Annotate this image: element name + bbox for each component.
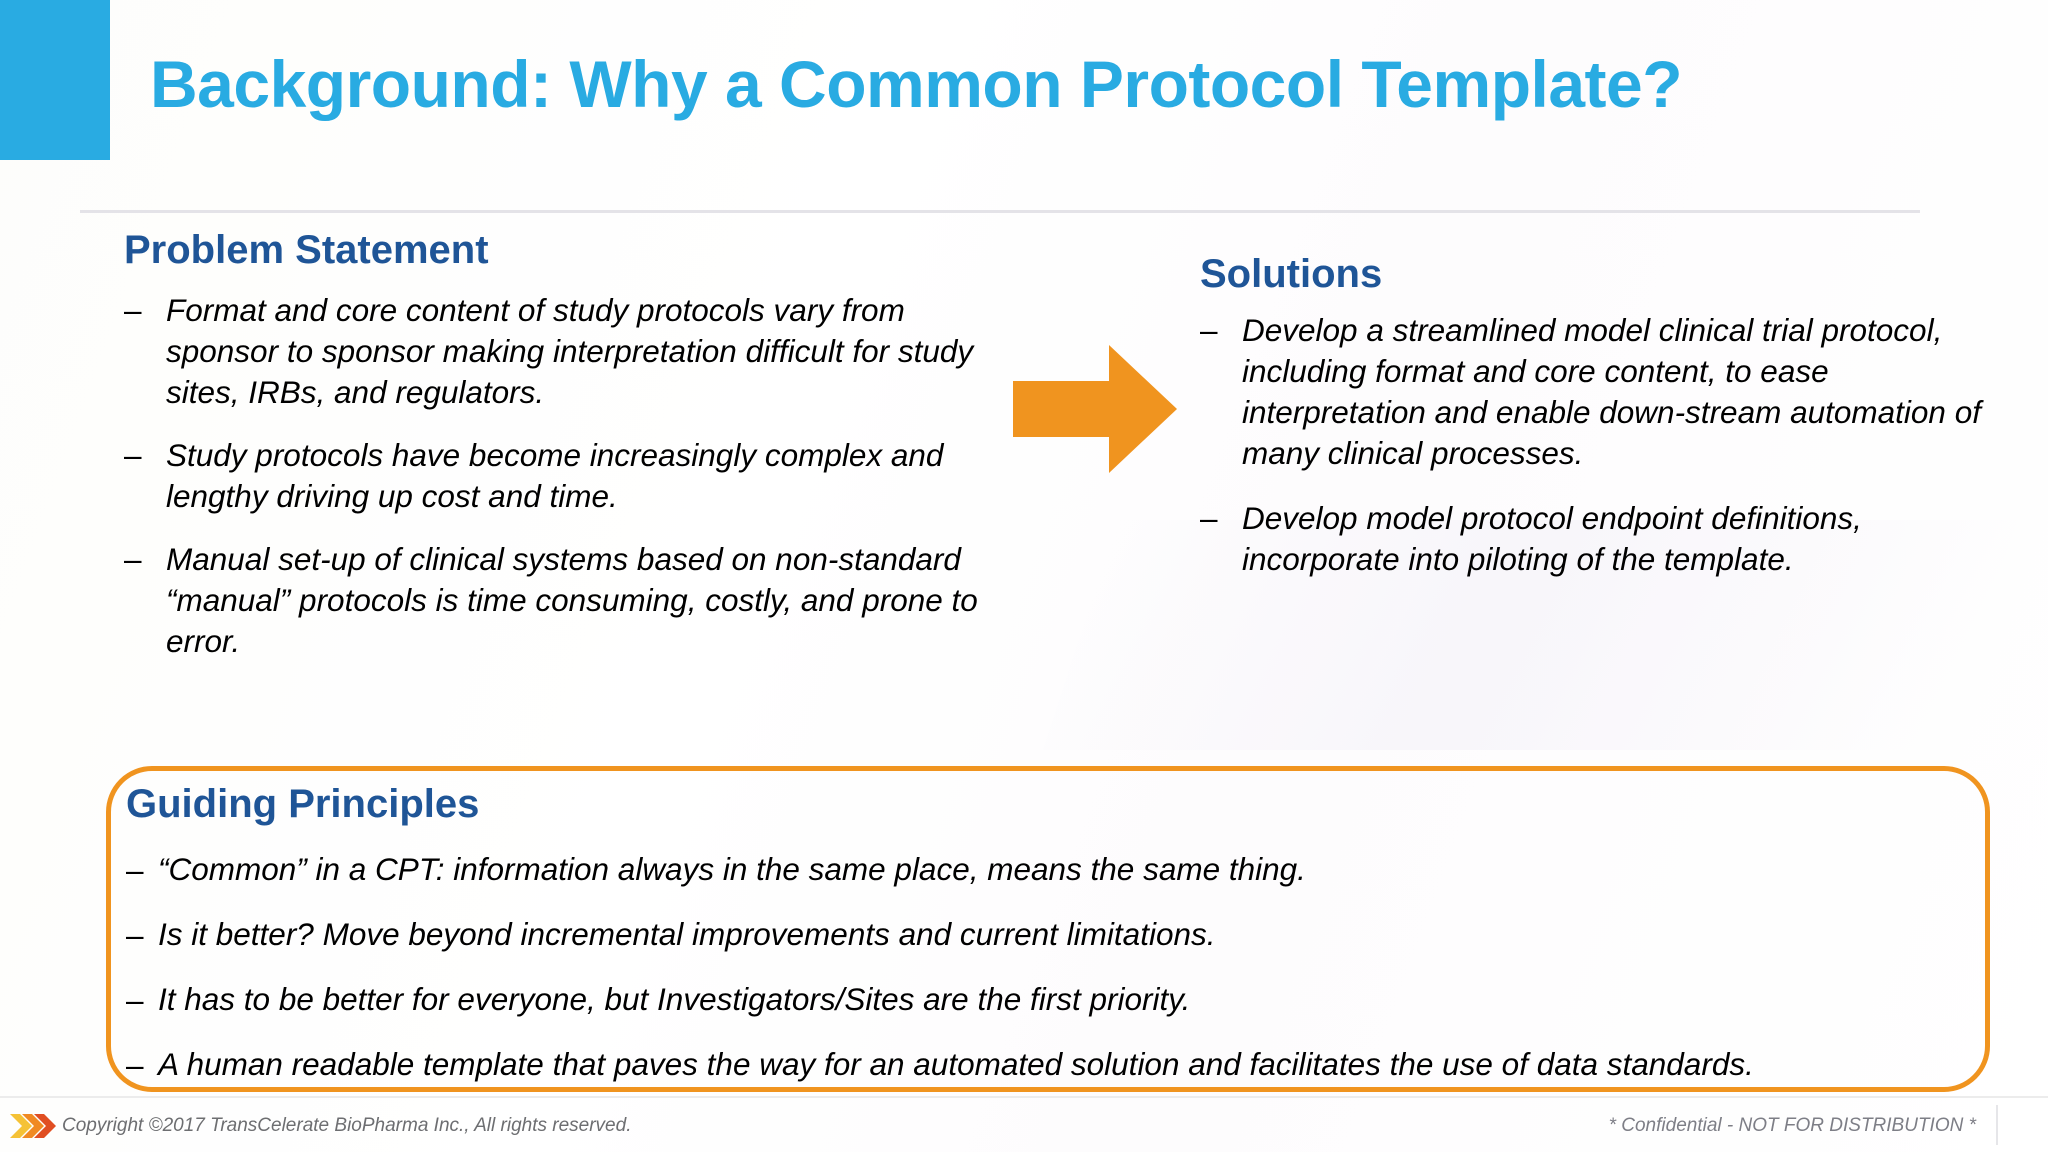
bullet-dash-icon: – xyxy=(124,540,142,577)
bullet-text: Study protocols have become increasingly… xyxy=(166,436,944,514)
solutions-section: Solutions – Develop a streamlined model … xyxy=(1200,252,2000,604)
list-item: – Format and core content of study proto… xyxy=(124,290,1004,413)
bullet-dash-icon: – xyxy=(126,1046,144,1083)
bullet-dash-icon: – xyxy=(126,852,144,888)
bullet-text: Develop a streamlined model clinical tri… xyxy=(1242,312,1981,471)
problem-statement-heading: Problem Statement xyxy=(124,228,489,272)
list-item: – A human readable template that paves t… xyxy=(126,1045,1986,1086)
list-item: – Develop a streamlined model clinical t… xyxy=(1200,310,2000,474)
bullet-text: Format and core content of study protoco… xyxy=(166,292,974,410)
header-accent-block xyxy=(0,0,110,160)
bullet-dash-icon: – xyxy=(126,981,144,1018)
title-divider xyxy=(80,210,1920,213)
bullet-text: Is it better? Move beyond incremental im… xyxy=(158,915,1216,952)
problem-statement-bullet-list: – Format and core content of study proto… xyxy=(124,290,1004,662)
right-arrow-icon xyxy=(1013,345,1177,473)
bullet-dash-icon: – xyxy=(124,292,142,328)
problem-statement-section: Problem Statement – Format and core cont… xyxy=(124,228,1004,684)
footer-divider xyxy=(0,1096,2048,1098)
guiding-principles-box xyxy=(106,766,1990,1092)
solutions-heading: Solutions xyxy=(1200,252,1383,296)
list-item: – It has to be better for everyone, but … xyxy=(126,980,1986,1021)
list-item: – Study protocols have become increasing… xyxy=(124,435,1004,517)
bullet-text: Manual set-up of clinical systems based … xyxy=(166,540,978,659)
bullet-dash-icon: – xyxy=(126,916,144,953)
list-item: – “Common” in a CPT: information always … xyxy=(126,850,1986,891)
list-item: – Manual set-up of clinical systems base… xyxy=(124,539,1004,662)
guiding-principles-heading: Guiding Principles xyxy=(126,782,480,826)
footer-confidentiality: * Confidential - NOT FOR DISTRIBUTION * xyxy=(1608,1115,1976,1136)
bullet-text: It has to be better for everyone, but In… xyxy=(158,980,1191,1017)
footer-copyright: Copyright ©2017 TransCelerate BioPharma … xyxy=(62,1115,632,1136)
solutions-bullet-list: – Develop a streamlined model clinical t… xyxy=(1200,310,2000,580)
footer-right-tick xyxy=(1996,1105,1998,1145)
list-item: – Is it better? Move beyond incremental … xyxy=(126,915,1986,956)
bullet-dash-icon: – xyxy=(1200,499,1218,536)
page-title: Background: Why a Common Protocol Templa… xyxy=(150,47,1683,121)
guiding-principles-bullet-list: – “Common” in a CPT: information always … xyxy=(126,850,1986,1110)
bullet-text: Develop model protocol endpoint definiti… xyxy=(1242,499,1862,577)
bullet-dash-icon: – xyxy=(124,436,142,473)
bullet-text: A human readable template that paves the… xyxy=(158,1045,1754,1082)
triple-chevron-logo xyxy=(8,1106,58,1146)
bullet-dash-icon: – xyxy=(1200,312,1218,348)
list-item: – Develop model protocol endpoint defini… xyxy=(1200,498,2000,580)
bullet-text: “Common” in a CPT: information always in… xyxy=(158,851,1306,887)
